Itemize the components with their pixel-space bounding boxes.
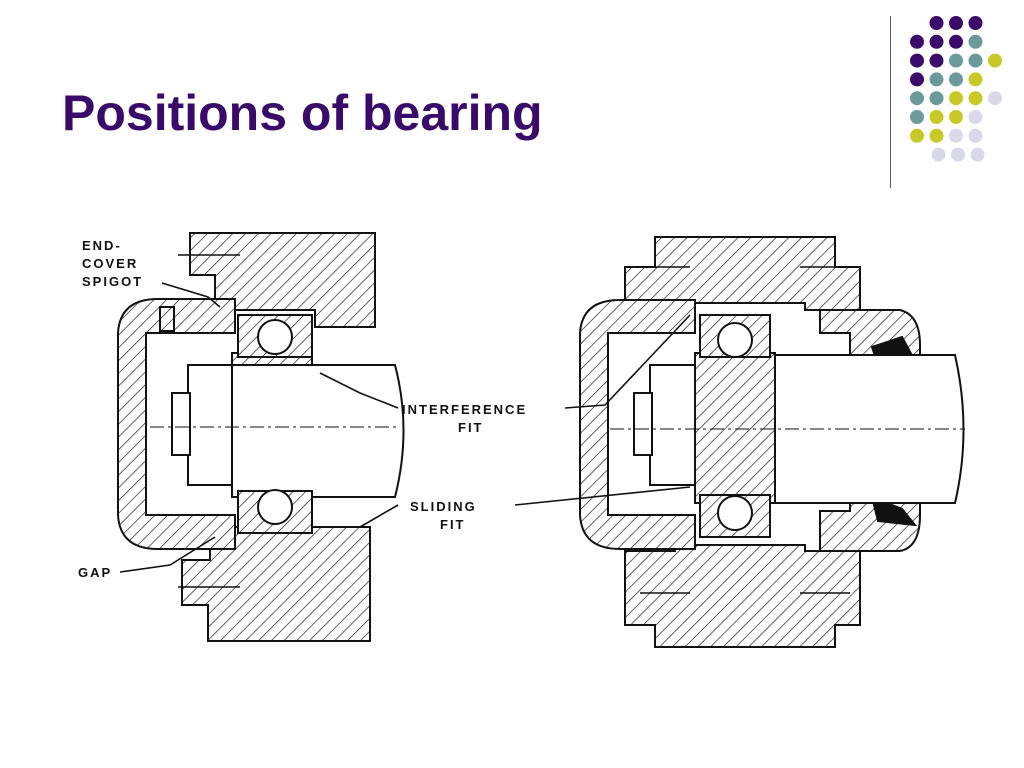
right-end-cover (579, 299, 696, 550)
label-end: END- (82, 238, 122, 253)
left-ball-bottom (257, 489, 293, 525)
decorative-dot (968, 91, 983, 106)
label-interference: INTERFERENCE (402, 402, 527, 417)
label-sliding: SLIDING (410, 499, 477, 514)
left-housing-lower (181, 526, 371, 642)
decorative-dot (949, 34, 963, 49)
right-washer (633, 392, 653, 456)
right-ball-top (717, 322, 753, 358)
bearing-diagram: END- COVER SPIGOT INTERFERENCE FIT SLIDI… (78, 232, 965, 648)
decorative-dot (929, 53, 944, 68)
decorative-dot (988, 91, 1002, 106)
decorative-dot (949, 53, 963, 68)
left-bearing-assembly (117, 232, 405, 642)
decorative-dot (968, 53, 983, 68)
right-inner-race (694, 352, 776, 504)
decorative-dot (968, 110, 983, 124)
slide-title: Positions of bearing (62, 85, 543, 141)
decorative-dot (968, 128, 983, 143)
left-nut (187, 364, 233, 486)
decorative-dot (929, 16, 944, 30)
decorative-dot (968, 72, 983, 87)
decorative-dot (949, 128, 963, 143)
label-gap: GAP (78, 565, 112, 580)
decorative-dot (929, 72, 944, 87)
decorative-dot (949, 91, 963, 106)
decorative-dot (949, 72, 963, 87)
decorative-dot (910, 110, 924, 124)
decorative-dot (988, 53, 1002, 68)
leader-lines (119, 282, 691, 573)
decorative-dot (910, 91, 924, 106)
decorative-dot (929, 91, 944, 106)
label-spigot: SPIGOT (82, 274, 143, 289)
left-housing-upper (189, 232, 376, 328)
label-interference-fit: FIT (458, 420, 484, 435)
decorative-dot (949, 16, 963, 30)
left-washer (171, 392, 191, 456)
right-bearing-assembly (579, 236, 965, 648)
decorative-dot (951, 147, 965, 162)
decorative-dot (910, 34, 924, 49)
left-end-cover (117, 298, 236, 550)
decorative-dot-grid (910, 16, 1002, 162)
decorative-dot (968, 34, 983, 49)
decorative-dot (929, 128, 944, 143)
right-nut (649, 364, 696, 486)
svg-text:SLIDING FIT: SLIDING FIT (410, 499, 482, 532)
decorative-dot (910, 53, 924, 68)
decorative-dot (929, 34, 944, 49)
left-spigot (159, 306, 175, 332)
decorative-dot (910, 72, 924, 87)
label-sliding-fit: FIT (440, 517, 466, 532)
decorative-dot (931, 147, 946, 162)
decorative-dot (910, 128, 924, 143)
decorative-divider (890, 16, 891, 188)
left-shaft (231, 364, 405, 498)
decorative-dot (929, 110, 944, 124)
right-housing-lower (624, 544, 861, 648)
decorative-dot (968, 16, 983, 30)
left-ball-top (257, 319, 293, 355)
decorative-dot (970, 147, 985, 162)
label-cover: COVER (82, 256, 138, 271)
svg-text:INTERFERENCE FIT: INTERFERENCE FIT (402, 402, 533, 435)
right-ball-bottom (717, 495, 753, 531)
svg-text:END- COVER SPIGOT: END- COVER SPIGOT (82, 238, 144, 289)
decorative-dot (949, 110, 963, 124)
